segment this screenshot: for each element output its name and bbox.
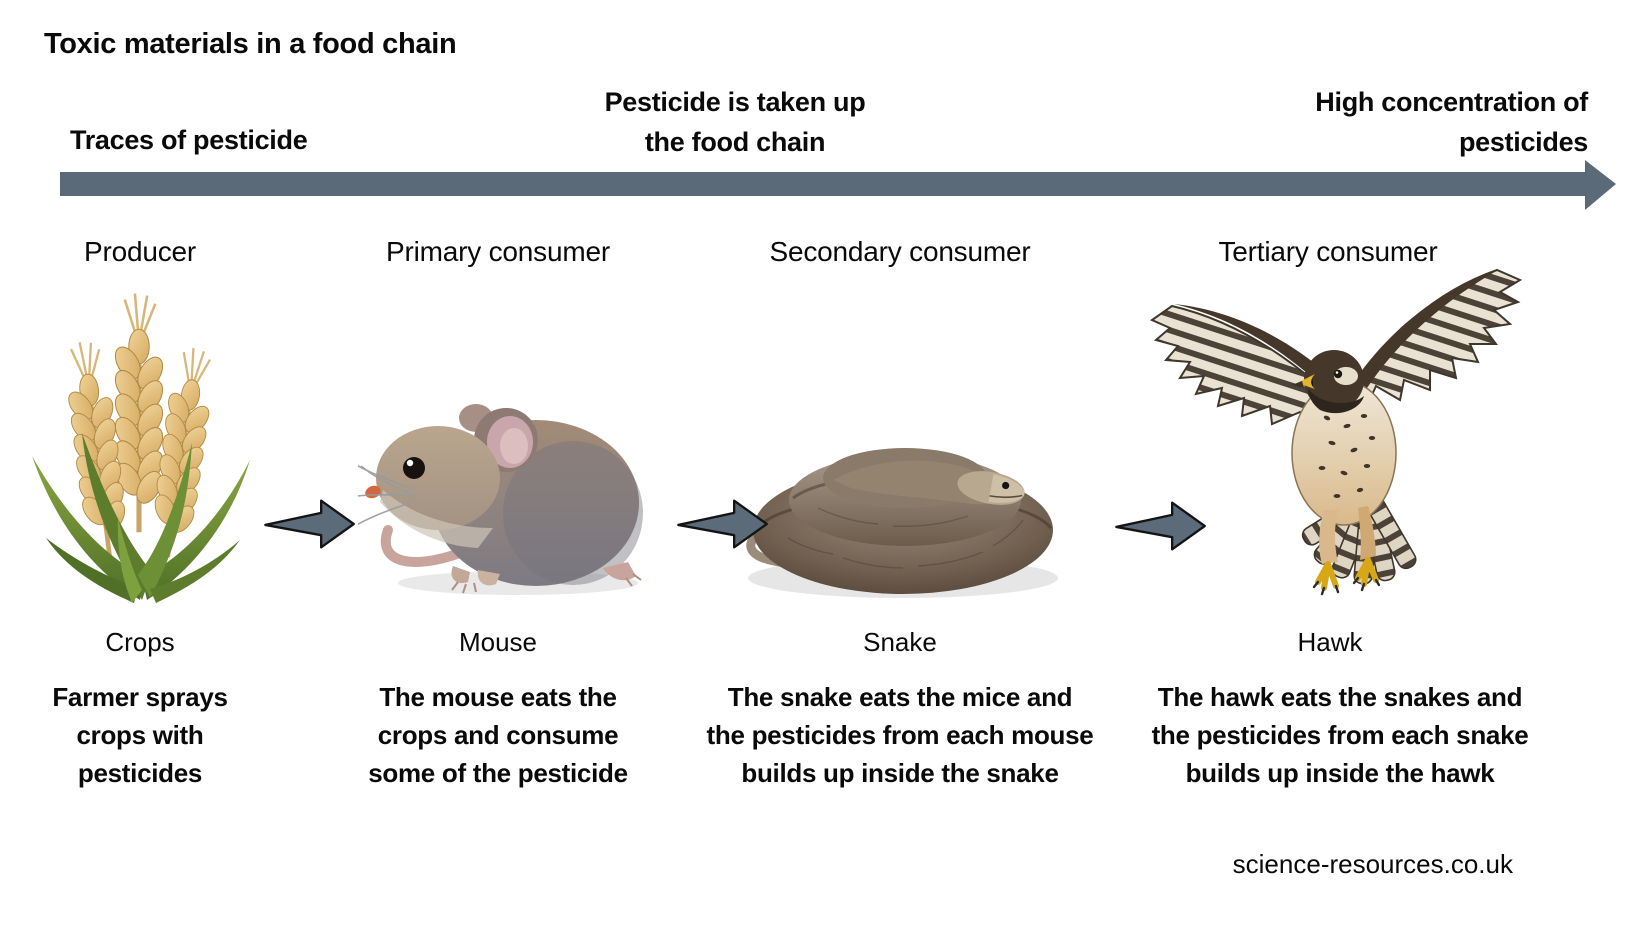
stage-role-tertiary-consumer: Tertiary consumer <box>1218 236 1438 267</box>
description-line: the pesticides from each snake <box>1151 720 1529 750</box>
stage-name-snake: Snake <box>863 627 937 657</box>
description-line: pesticides <box>77 758 203 788</box>
description-line: The mouse eats the <box>379 682 617 712</box>
stage-role-secondary-consumer: Secondary consumer <box>769 236 1031 267</box>
stage-role-primary-consumer: Primary consumer <box>386 236 610 267</box>
mouse-illustration <box>358 404 643 595</box>
snake-illustration <box>746 448 1058 598</box>
axis-label-left: Traces of pesticide <box>70 125 308 155</box>
stage-description-mouse: The mouse eats the crops and consume som… <box>348 678 648 792</box>
description-line: The snake eats the mice and <box>727 682 1073 712</box>
axis-label-right: High concentration of pesticides <box>1288 82 1588 162</box>
description-line: some of the pesticide <box>368 758 628 788</box>
hawk-illustration <box>1149 268 1523 596</box>
description-line: crops and consume <box>377 720 619 750</box>
step-arrow-mouse-to-snake-icon <box>677 499 768 549</box>
description-line: The hawk eats the snakes and <box>1157 682 1523 712</box>
step-arrow-snake-to-hawk-icon <box>1115 501 1206 551</box>
stage-description-snake: The snake eats the mice and the pesticid… <box>690 678 1110 792</box>
stage-name-mouse: Mouse <box>458 627 538 657</box>
description-line: builds up inside the hawk <box>1185 758 1495 788</box>
stage-description-crops: Farmer sprays crops with pesticides <box>0 678 280 792</box>
crops-illustration <box>32 278 250 603</box>
axis-label-center: Pesticide is taken up the food chain <box>535 82 935 162</box>
description-line: crops with <box>76 720 204 750</box>
stage-name-crops: Crops <box>105 627 175 657</box>
page-title: Toxic materials in a food chain <box>44 28 457 60</box>
description-line: the pesticides from each mouse <box>706 720 1094 750</box>
axis-label-center-line2: the food chain <box>644 127 826 157</box>
axis-label-center-line1: Pesticide is taken up <box>604 87 866 117</box>
step-arrow-crops-to-mouse-icon <box>264 499 355 549</box>
axis-label-right-line1: High concentration of <box>1315 87 1588 117</box>
axis-label-right-line2: pesticides <box>1458 127 1588 157</box>
stage-name-hawk: Hawk <box>1297 627 1363 657</box>
description-line: Farmer sprays <box>52 682 228 712</box>
stage-description-hawk: The hawk eats the snakes and the pestici… <box>1130 678 1550 792</box>
source-credit: science-resources.co.uk <box>1232 849 1513 879</box>
concentration-flow-arrow-icon <box>60 160 1616 210</box>
description-line: builds up inside the snake <box>741 758 1059 788</box>
stage-role-producer: Producer <box>83 236 196 267</box>
